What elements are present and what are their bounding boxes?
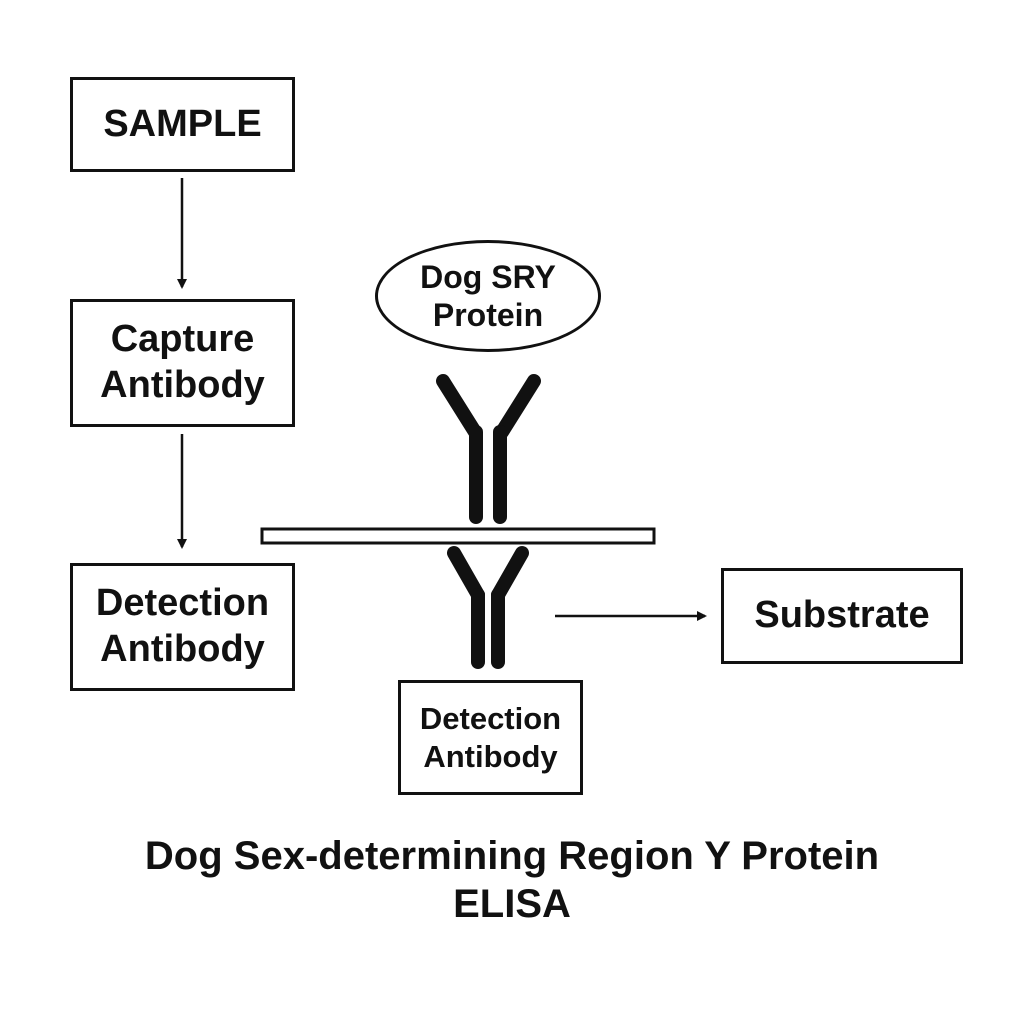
detection-antibody-line-2: Antibody [100,628,265,670]
detection-antibody-label-box: Detection Antibody [398,680,583,795]
capture-antibody-icon [436,374,541,524]
sample-label: SAMPLE [103,102,262,145]
capture-antibody-line-2: Antibody [100,364,265,406]
detection-antibody-icon [447,546,529,669]
diagram-title: Dog Sex-determining Region Y Protein ELI… [0,832,1024,928]
substrate-label: Substrate [754,594,930,637]
detection-antibody-label-line-1: Detection [419,701,562,737]
protein-line-1: Dog SRY [420,258,556,295]
detection-antibody-box: Detection Antibody [70,563,295,691]
capture-antibody-line-1: Capture [110,318,255,361]
title-line-2: ELISA [453,882,571,926]
protein-line-2: Protein [432,297,544,333]
detection-antibody-line-1: Detection [95,582,270,625]
title-line-1: Dog Sex-determining Region Y Protein [144,834,880,878]
substrate-box: Substrate [721,568,963,664]
capture-antibody-box: Capture Antibody [70,299,295,427]
sample-box: SAMPLE [70,77,295,172]
plate-bar [260,527,656,545]
detection-antibody-label-line-2: Antibody [423,738,558,774]
dog-sry-protein-ellipse: Dog SRY Protein [375,240,601,352]
